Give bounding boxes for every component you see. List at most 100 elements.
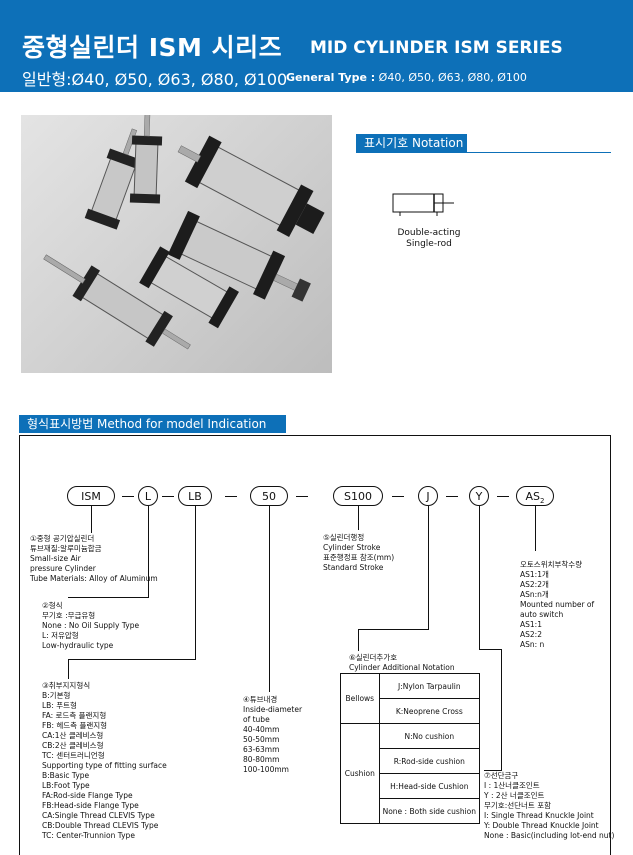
item3-line: CA:Single Thread CLEVIS Type bbox=[42, 811, 155, 820]
leader-y bbox=[501, 649, 502, 771]
item6-description: ⑥실린더추가호 Cylinder Additional Notation bbox=[349, 653, 455, 673]
item3-line: LB: 푸트형 bbox=[42, 701, 77, 710]
cylinders-illustration bbox=[43, 115, 325, 350]
code-as-subscript: 2 bbox=[540, 497, 545, 506]
item3-line: FA:Rod-side Flange Type bbox=[42, 791, 133, 800]
table-row: R:Rod-side cushion bbox=[341, 748, 481, 774]
item2-line: 무기호 :무급유형 bbox=[42, 611, 96, 620]
cushion-label: Cushion bbox=[340, 723, 380, 824]
item8-line: AS2:2개 bbox=[520, 580, 549, 589]
subtitle-en-label: General Type : bbox=[286, 71, 376, 84]
header-banner: 중형실린더 ISM 시리즈 MID CYLINDER ISM SERIES 일반… bbox=[0, 0, 633, 92]
code-separator bbox=[122, 496, 134, 497]
leader-bore bbox=[269, 506, 270, 692]
item7-line: ⑦선단금구 bbox=[484, 771, 519, 780]
code-bore: 50 bbox=[250, 486, 288, 506]
code-separator bbox=[162, 496, 174, 497]
item3-line: TC: Center-Trunnion Type bbox=[42, 831, 135, 840]
item8-line: Mounted number of bbox=[520, 600, 595, 609]
code-separator bbox=[446, 496, 458, 497]
code-lb: LB bbox=[178, 486, 212, 506]
item4-line: 100-100mm bbox=[243, 765, 289, 774]
cushion-option: N:No cushion bbox=[378, 723, 481, 749]
leader-lb bbox=[68, 659, 196, 660]
page-subtitle-ko: 일반형:Ø40, Ø50, Ø63, Ø80, Ø100 bbox=[22, 70, 288, 89]
leader-l bbox=[68, 597, 149, 598]
code-j: J bbox=[418, 486, 438, 506]
page-subtitle-en: General Type : Ø40, Ø50, Ø63, Ø80, Ø100 bbox=[286, 71, 527, 84]
table-row: Cushion N:No cushion bbox=[340, 723, 481, 824]
item3-description: ③취부지지형식 B:기본형 LB: 푸트형 FA: 로드측 플랜지형 FB: 헤… bbox=[42, 681, 167, 841]
item1-description: ①중형 공기압실린더 튜브재질:알루미늄합금 Small-size Air pr… bbox=[30, 534, 158, 584]
double-acting-symbol-icon bbox=[392, 193, 454, 216]
item8-line: auto switch bbox=[520, 610, 564, 619]
item4-line: 80-80mm bbox=[243, 755, 280, 764]
cushion-option: H:Head-side Cushion bbox=[378, 773, 481, 799]
item2-description: ②형식 무기호 :무급유형 None : No Oil Supply Type … bbox=[42, 601, 139, 651]
item1-line: Small-size Air bbox=[30, 554, 81, 563]
item3-line: ③취부지지형식 bbox=[42, 681, 91, 690]
item6-line: Cylinder Additional Notation bbox=[349, 663, 455, 672]
code-separator bbox=[392, 496, 404, 497]
page-title-ko: 중형실린더 ISM 시리즈 bbox=[22, 33, 283, 62]
code-as-prefix: AS bbox=[525, 490, 541, 503]
item5-line: Cylinder Stroke bbox=[323, 543, 381, 552]
item7-line: 무기호:선단너트 포함 bbox=[484, 801, 552, 810]
leader-y bbox=[479, 649, 501, 650]
item4-line: of tube bbox=[243, 715, 270, 724]
code-separator bbox=[225, 496, 237, 497]
item4-line: Inside-diameter bbox=[243, 705, 303, 714]
item6-line: ⑥실린더추가호 bbox=[349, 653, 398, 662]
item7-line: None : Basic(including lot-end nut) bbox=[484, 831, 615, 840]
item3-line: CB:Double Thread CLEVIS Type bbox=[42, 821, 159, 830]
item3-line: B:Basic Type bbox=[42, 771, 90, 780]
item3-line: CB:2산 클레비스형 bbox=[42, 741, 104, 750]
item4-description: ④튜브내경 Inside-diameter of tube 40-40mm 50… bbox=[243, 695, 302, 775]
item5-line: Standard Stroke bbox=[323, 563, 384, 572]
item8-line: 오토스위치부착수량 bbox=[520, 560, 583, 569]
notation-tab: 표시기호 Notation bbox=[356, 134, 467, 152]
leader-ism bbox=[91, 506, 92, 533]
item3-line: TC: 센터트러니언형 bbox=[42, 751, 105, 760]
item2-line: Low-hydraulic type bbox=[42, 641, 114, 650]
item8-line: ASn:n개 bbox=[520, 590, 549, 599]
item3-line: LB:Foot Type bbox=[42, 781, 90, 790]
product-photo bbox=[21, 115, 332, 373]
model-indication-tab: 형식표시방법 Method for model Indication bbox=[19, 415, 286, 433]
code-y: Y bbox=[469, 486, 489, 506]
additional-notation-table: Bellows J:Nylon Tarpaulin K:Neoprene Cro… bbox=[340, 673, 481, 824]
notation-caption-line1: Double-acting bbox=[397, 228, 461, 238]
code-as: AS2 bbox=[516, 486, 554, 506]
item8-line: AS1:1개 bbox=[520, 570, 549, 579]
leader-j bbox=[428, 506, 429, 630]
notation-tab-rule bbox=[356, 152, 611, 153]
code-separator bbox=[497, 496, 509, 497]
cushion-option: None : Both side cushion bbox=[378, 798, 481, 824]
item1-line: pressure Cylinder bbox=[30, 564, 96, 573]
bellows-label: Bellows bbox=[340, 673, 380, 724]
item7-line: I: Single Thread Knuckle Joint bbox=[484, 811, 594, 820]
item7-line: Y: Double Thread Knuckle Joint bbox=[484, 821, 599, 830]
item4-line: 40-40mm bbox=[243, 725, 280, 734]
bellows-option: J:Nylon Tarpaulin bbox=[378, 673, 481, 699]
leader-stroke bbox=[358, 506, 359, 530]
item7-description: ⑦선단금구 I : 1산너클조인트 Y : 2산 너클조인트 무기호:선단너트 … bbox=[484, 771, 614, 841]
item3-line: B:기본형 bbox=[42, 691, 71, 700]
leader-l bbox=[148, 506, 149, 598]
item5-line: ⑤실린더행정 bbox=[323, 533, 365, 542]
model-indication-frame bbox=[19, 435, 611, 855]
notation-caption: Double-acting Single-rod bbox=[384, 228, 474, 250]
code-l: L bbox=[138, 486, 158, 506]
item3-line: FA: 로드측 플랜지형 bbox=[42, 711, 107, 720]
item4-line: ④튜브내경 bbox=[243, 695, 278, 704]
item5-line: 표준행정표 참조(mm) bbox=[323, 553, 395, 562]
item3-line: Supporting type of fitting surface bbox=[42, 761, 167, 770]
item1-line: 튜브재질:알루미늄합금 bbox=[30, 544, 102, 553]
leader-lb bbox=[195, 506, 196, 660]
table-row: K:Neoprene Cross bbox=[341, 698, 481, 724]
item4-line: 63-63mm bbox=[243, 745, 280, 754]
item8-line: AS2:2 bbox=[520, 630, 542, 639]
code-ism: ISM bbox=[67, 486, 115, 506]
item3-line: CA:1산 클레비스형 bbox=[42, 731, 104, 740]
leader-y bbox=[479, 506, 480, 650]
